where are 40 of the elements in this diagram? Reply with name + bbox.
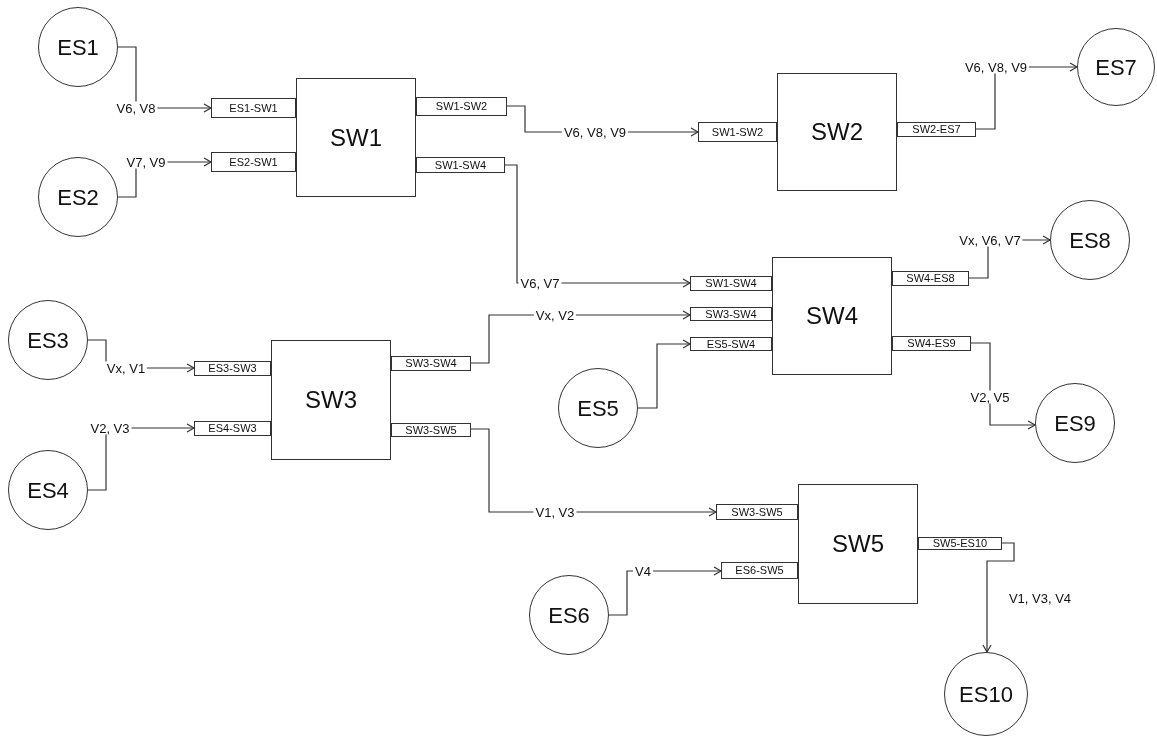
edge-label: V4: [633, 564, 653, 578]
port-box: SW4-ES9: [892, 336, 971, 351]
port-box: SW4-ES8: [892, 271, 969, 286]
port-box: ES2-SW1: [211, 152, 296, 172]
edge-label: V7, V9: [124, 155, 168, 169]
port-box: SW3-SW4: [690, 307, 772, 321]
port-box: SW3-SW5: [716, 504, 798, 520]
arrow: [608, 566, 722, 616]
port-box: ES6-SW5: [721, 562, 798, 579]
edge-label: V2, V3: [88, 421, 132, 435]
edge-label: V6, V7: [518, 276, 562, 290]
port-box: SW3-SW4: [391, 356, 471, 371]
port-box: SW1-SW2: [416, 97, 507, 116]
port-box: SW1-SW4: [416, 157, 505, 173]
edge-label: V1, V3: [533, 505, 577, 519]
edge-label: Vx, V1: [104, 361, 148, 375]
edge-label: V1, V3, V4: [1007, 591, 1073, 605]
port-box: SW1-SW2: [698, 122, 777, 142]
switch-box: SW2: [777, 73, 897, 191]
switch-box: SW4: [772, 257, 892, 375]
arrow: [982, 542, 1015, 653]
switch-box: SW3: [271, 340, 391, 460]
edge-label: V2, V5: [968, 390, 1012, 404]
port-box: SW5-ES10: [918, 537, 1002, 550]
port-box: ES1-SW1: [211, 98, 296, 118]
edge-label: V6, V8: [114, 101, 158, 115]
port-box: ES3-SW3: [194, 361, 271, 376]
edge-label: V6, V8, V9: [962, 60, 1030, 74]
edge-label: Vx, V6, V7: [957, 233, 1023, 247]
port-box: ES4-SW3: [194, 421, 271, 436]
edge-label: V6, V8, V9: [561, 125, 629, 139]
port-box: ES5-SW4: [690, 337, 772, 351]
switch-box: SW1: [296, 78, 416, 197]
switch-box: SW5: [798, 484, 918, 604]
port-box: SW2-ES7: [897, 122, 976, 137]
arrow: [637, 339, 691, 409]
arrow: [970, 342, 1036, 430]
port-box: SW1-SW4: [690, 276, 772, 291]
port-box: SW3-SW5: [391, 423, 471, 437]
edge-label: Vx, V2: [533, 308, 577, 322]
